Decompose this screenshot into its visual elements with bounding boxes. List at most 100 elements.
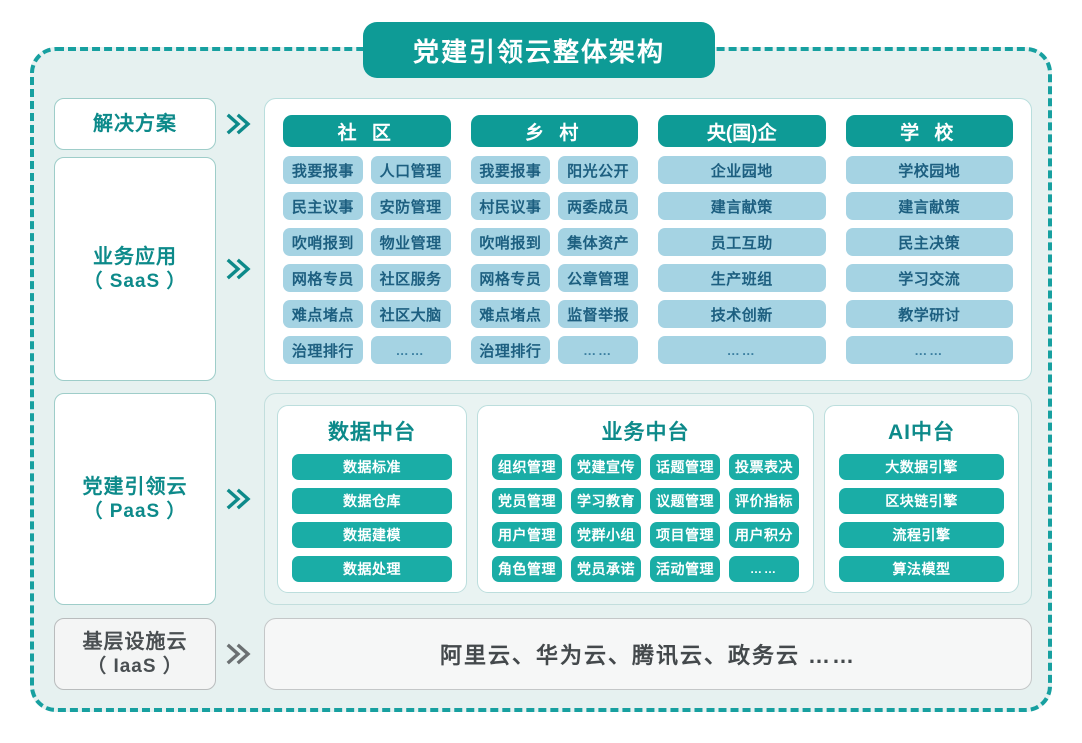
saas-chip[interactable]: 民主决策 [845,228,1013,256]
saas-chip[interactable]: 治理排行 [283,336,363,364]
saas-chip-grid: 企业园地建言献策员工互助生产班组技术创新 …… [658,156,826,364]
saas-chip[interactable]: 教学研讨 [845,300,1013,328]
saas-chip[interactable]: 社区大脑 [370,300,451,328]
paas-chip-grid: 大数据引擎区块链引擎流程引擎算法模型 [839,454,1004,582]
paas-card: 业务中台组织管理党员管理用户管理角色管理党建宣传学习教育党群小组党员承诺话题管理… [477,405,814,593]
page-title: 党建引领云整体架构 [363,22,715,78]
paas-chip[interactable]: 党员管理 [492,488,562,514]
saas-chip[interactable]: 生产班组 [658,264,826,292]
saas-chip[interactable]: 企业园地 [658,156,826,184]
row-iaas: 基层设施云 （ IaaS ） [54,618,1032,690]
saas-chip[interactable]: 建言献策 [658,192,826,220]
row-label-paas[interactable]: 党建引领云 （ PaaS ） [54,393,216,605]
paas-chip[interactable]: 党建宣传 [571,454,641,480]
paas-cards: 数据中台数据标准数据仓库数据建模数据处理业务中台组织管理党员管理用户管理角色管理… [265,394,1031,604]
paas-chip[interactable]: 大数据引擎 [839,454,1004,480]
paas-chip[interactable]: 议题管理 [650,488,720,514]
saas-chip[interactable]: 学习交流 [845,264,1013,292]
paas-card-title: 数据中台 [328,421,416,444]
saas-subcolumn: 学校园地建言献策民主决策学习交流教学研讨 …… [845,156,1013,364]
paas-chip-column: 组织管理党员管理用户管理角色管理 [492,454,562,582]
saas-chip[interactable]: 人口管理 [370,156,451,184]
saas-chip[interactable]: 治理排行 [470,336,551,364]
paas-panel: 数据中台数据标准数据仓库数据建模数据处理业务中台组织管理党员管理用户管理角色管理… [264,393,1032,605]
saas-chip[interactable]: 员工互助 [658,228,826,256]
saas-column-header[interactable]: 乡 村 [470,115,638,147]
paas-chip[interactable]: 党员承诺 [571,556,641,582]
paas-chip[interactable]: 项目管理 [650,522,720,548]
paas-chip-grid: 数据标准数据仓库数据建模数据处理 [292,454,452,582]
saas-panel: 社 区我要报事民主议事吹哨报到网格专员难点堵点治理排行人口管理安防管理物业管理社… [264,98,1032,381]
saas-chip[interactable]: 物业管理 [370,228,451,256]
saas-chip[interactable]: 难点堵点 [283,300,363,328]
saas-chip[interactable]: 学校园地 [845,156,1013,184]
double-chevron-right-icon [216,157,262,381]
saas-subcolumn: 企业园地建言献策员工互助生产班组技术创新 …… [658,156,826,364]
paas-chip[interactable]: 数据仓库 [292,488,452,514]
row-label-iaas[interactable]: 基层设施云 （ IaaS ） [54,618,216,690]
saas-chip[interactable]: 阳光公开 [558,156,638,184]
saas-chip[interactable]: 民主议事 [283,192,363,220]
paas-chip-column: 数据标准数据仓库数据建模数据处理 [292,454,452,582]
saas-chip[interactable]: 网格专员 [283,264,363,292]
saas-chip-ellipsis[interactable]: …… [370,336,451,364]
paas-chip[interactable]: 流程引擎 [839,522,1004,548]
saas-chip-ellipsis[interactable]: …… [658,336,826,364]
saas-chip[interactable]: 建言献策 [845,192,1013,220]
iaas-panel: 阿里云、华为云、腾讯云、政务云 …… [264,618,1032,690]
saas-chip[interactable]: 集体资产 [558,228,638,256]
saas-subcolumn: 阳光公开两委成员集体资产公章管理监督举报 …… [558,156,638,364]
paas-chip[interactable]: 用户积分 [729,522,799,548]
saas-chip-grid: 学校园地建言献策民主决策学习交流教学研讨 …… [845,156,1013,364]
saas-column-header[interactable]: 社 区 [283,115,451,147]
paas-chip[interactable]: 党群小组 [571,522,641,548]
paas-chip-column: 投票表决评价指标用户积分 …… [729,454,799,582]
row-label-paas-line1: 党建引领云 [82,475,188,498]
paas-chip[interactable]: 数据标准 [292,454,452,480]
paas-chip-grid: 组织管理党员管理用户管理角色管理党建宣传学习教育党群小组党员承诺话题管理议题管理… [492,454,799,582]
saas-chip[interactable]: 社区服务 [370,264,451,292]
row-label-solution[interactable]: 解决方案 [54,98,216,150]
row-label-saas[interactable]: 业务应用 （ SaaS ） [54,157,216,381]
paas-chip[interactable]: 算法模型 [839,556,1004,582]
paas-chip-ellipsis[interactable]: …… [729,556,799,582]
saas-chip[interactable]: 两委成员 [558,192,638,220]
saas-chip[interactable]: 难点堵点 [470,300,551,328]
paas-chip[interactable]: 组织管理 [492,454,562,480]
row-saas: 业务应用 （ SaaS ） [54,157,1032,381]
paas-card: 数据中台数据标准数据仓库数据建模数据处理 [277,405,467,593]
saas-chip[interactable]: 我要报事 [470,156,551,184]
paas-chip[interactable]: 数据建模 [292,522,452,548]
paas-card: AI中台大数据引擎区块链引擎流程引擎算法模型 [824,405,1019,593]
saas-column: 央(国)企企业园地建言献策员工互助生产班组技术创新 …… [658,115,826,364]
paas-chip[interactable]: 角色管理 [492,556,562,582]
saas-chip-ellipsis[interactable]: …… [558,336,638,364]
row-label-saas-line1: 业务应用 [93,245,177,268]
paas-chip[interactable]: 评价指标 [729,488,799,514]
saas-column: 社 区我要报事民主议事吹哨报到网格专员难点堵点治理排行人口管理安防管理物业管理社… [283,115,451,364]
paas-chip[interactable]: 学习教育 [571,488,641,514]
saas-chip[interactable]: 吹哨报到 [283,228,363,256]
saas-chip[interactable]: 安防管理 [370,192,451,220]
paas-card-title: AI中台 [888,421,955,444]
saas-chip[interactable]: 吹哨报到 [470,228,551,256]
saas-chip[interactable]: 监督举报 [558,300,638,328]
paas-chip[interactable]: 数据处理 [292,556,452,582]
saas-chip[interactable]: 村民议事 [470,192,551,220]
saas-chip-ellipsis[interactable]: …… [845,336,1013,364]
saas-column: 乡 村我要报事村民议事吹哨报到网格专员难点堵点治理排行阳光公开两委成员集体资产公… [470,115,638,364]
saas-column-header[interactable]: 央(国)企 [658,115,826,147]
saas-chip[interactable]: 技术创新 [658,300,826,328]
saas-chip[interactable]: 我要报事 [283,156,363,184]
saas-subcolumn: 我要报事村民议事吹哨报到网格专员难点堵点治理排行 [470,156,551,364]
paas-chip[interactable]: 活动管理 [650,556,720,582]
paas-chip[interactable]: 用户管理 [492,522,562,548]
paas-chip-column: 话题管理议题管理项目管理活动管理 [650,454,720,582]
saas-subcolumn: 人口管理安防管理物业管理社区服务社区大脑 …… [370,156,451,364]
paas-chip[interactable]: 话题管理 [650,454,720,480]
paas-chip[interactable]: 投票表决 [729,454,799,480]
saas-chip[interactable]: 网格专员 [470,264,551,292]
saas-column-header[interactable]: 学 校 [845,115,1013,147]
saas-chip[interactable]: 公章管理 [558,264,638,292]
paas-chip[interactable]: 区块链引擎 [839,488,1004,514]
